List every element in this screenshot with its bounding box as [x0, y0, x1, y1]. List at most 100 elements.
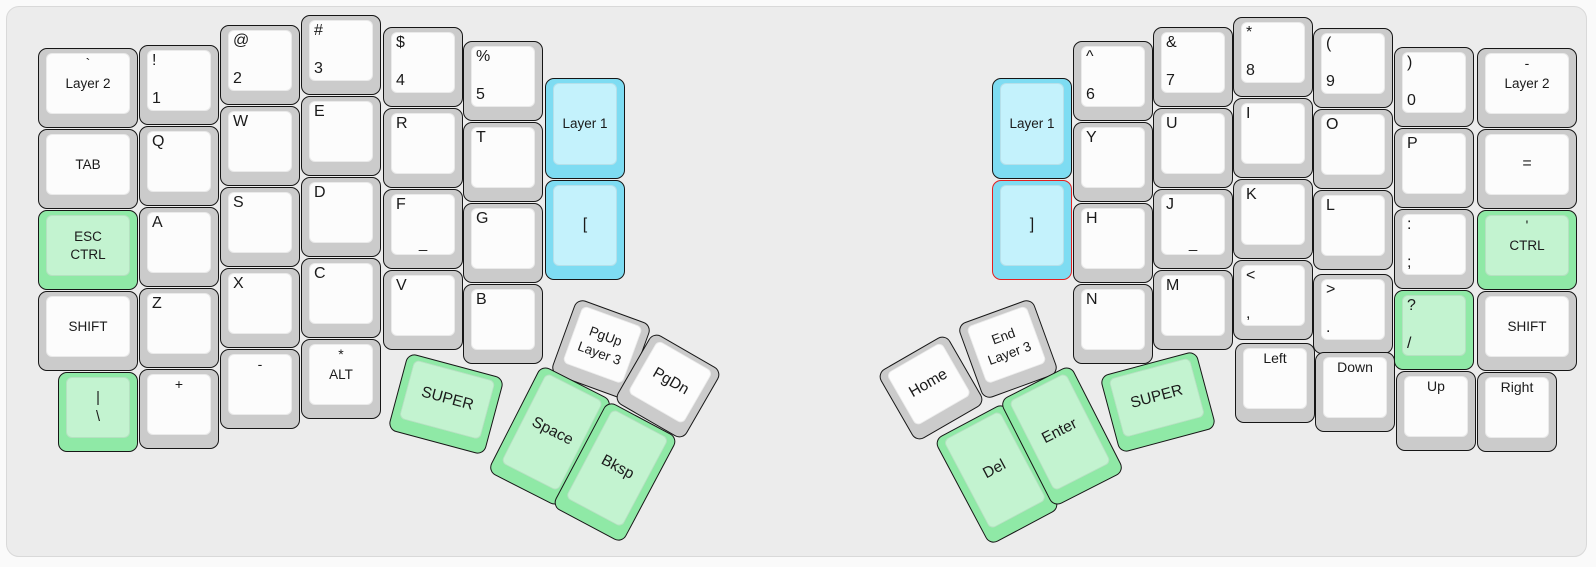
key-u[interactable]: U — [1153, 108, 1233, 188]
keycap-surface — [228, 354, 292, 415]
key-8[interactable]: *8 — [1233, 17, 1313, 97]
key-2[interactable]: @2 — [220, 25, 300, 105]
keycap-surface — [309, 344, 373, 405]
keycap-surface — [965, 305, 1047, 385]
keycap-surface — [46, 53, 130, 114]
keycap-surface — [1485, 53, 1569, 114]
keycap-surface — [228, 192, 292, 253]
key-period[interactable]: >. — [1313, 274, 1393, 354]
keycap-surface — [391, 113, 455, 174]
key-c[interactable]: C — [301, 258, 381, 338]
key-shift-right[interactable]: SHIFT — [1477, 291, 1577, 371]
key-7[interactable]: &7 — [1153, 27, 1233, 107]
key-b[interactable]: B — [463, 284, 543, 364]
key-g[interactable]: G — [463, 203, 543, 283]
keycap-surface — [1485, 215, 1569, 276]
keycap-surface — [1243, 348, 1307, 409]
key-plus[interactable]: + — [139, 369, 219, 449]
key-x[interactable]: X — [220, 268, 300, 348]
key-shift-left[interactable]: SHIFT — [38, 291, 138, 371]
key-1[interactable]: !1 — [139, 45, 219, 125]
key-v[interactable]: V — [383, 270, 463, 350]
keycap-surface — [471, 46, 535, 107]
key-5[interactable]: %5 — [463, 41, 543, 121]
keycap-surface — [1161, 275, 1225, 336]
keycap-surface — [309, 263, 373, 324]
keycap-surface — [1321, 33, 1385, 94]
key-o[interactable]: O — [1313, 109, 1393, 189]
key-p[interactable]: P — [1394, 128, 1474, 208]
key-6[interactable]: ^6 — [1073, 41, 1153, 121]
key-n[interactable]: N — [1073, 284, 1153, 364]
key-y[interactable]: Y — [1073, 122, 1153, 202]
key-w[interactable]: W — [220, 106, 300, 186]
keycap-surface — [471, 208, 535, 269]
keycap-surface — [147, 131, 211, 192]
key-tab[interactable]: TAB — [38, 129, 138, 209]
keycap-surface — [1485, 296, 1569, 357]
keycap-surface — [46, 296, 130, 357]
keycap-surface — [1402, 214, 1466, 275]
keycap-surface — [1241, 103, 1305, 164]
key-comma[interactable]: <, — [1233, 260, 1313, 340]
key-minus[interactable]: - — [220, 349, 300, 429]
key-left-arrow[interactable]: Left — [1235, 343, 1315, 423]
key-0[interactable]: )0 — [1394, 47, 1474, 127]
key-esc-ctrl[interactable]: ESC CTRL — [38, 210, 138, 290]
key-r[interactable]: R — [383, 108, 463, 188]
key-4[interactable]: $4 — [383, 27, 463, 107]
keycap-surface — [1000, 83, 1064, 165]
key-up-arrow[interactable]: Up — [1396, 371, 1476, 451]
key-semicolon[interactable]: :; — [1394, 209, 1474, 289]
keycap-surface — [1161, 194, 1225, 255]
keycap-surface — [1161, 32, 1225, 93]
key-equals[interactable]: = — [1477, 129, 1577, 209]
key-f[interactable]: F_ — [383, 189, 463, 269]
key-a[interactable]: A — [139, 207, 219, 287]
key-down-arrow[interactable]: Down — [1315, 352, 1395, 432]
key-layer1-left[interactable]: Layer 1 — [545, 78, 625, 179]
key-h[interactable]: H — [1073, 203, 1153, 283]
keycap-surface — [309, 101, 373, 162]
key-m[interactable]: M — [1153, 270, 1233, 350]
keycap-surface — [46, 134, 130, 195]
key-backtick-layer2[interactable]: `Layer 2 — [38, 48, 138, 128]
key-3[interactable]: #3 — [301, 15, 381, 95]
key-z[interactable]: Z — [139, 288, 219, 368]
keycap-surface — [471, 289, 535, 350]
keycap-surface — [391, 275, 455, 336]
key-t[interactable]: T — [463, 122, 543, 202]
keycap-surface — [1402, 52, 1466, 113]
key-d[interactable]: D — [301, 177, 381, 257]
key-right-bracket[interactable]: ] — [992, 180, 1072, 280]
keycap-surface — [66, 377, 130, 438]
key-e[interactable]: E — [301, 96, 381, 176]
keycap-surface — [228, 273, 292, 334]
keycap-surface — [1321, 195, 1385, 256]
keycap-surface — [1241, 22, 1305, 83]
keycap-surface — [391, 32, 455, 93]
key-j[interactable]: J_ — [1153, 189, 1233, 269]
key-star-alt[interactable]: *ALT — [301, 339, 381, 419]
keycap-surface — [1402, 295, 1466, 356]
keycap-surface — [147, 374, 211, 435]
key-right-arrow[interactable]: Right — [1477, 372, 1557, 452]
key-question-slash[interactable]: ?/ — [1394, 290, 1474, 370]
key-minus-layer2[interactable]: -Layer 2 — [1477, 48, 1577, 128]
key-i[interactable]: I — [1233, 98, 1313, 178]
keycap-surface — [228, 111, 292, 172]
keycap-surface — [1402, 133, 1466, 194]
keycap-surface — [471, 127, 535, 188]
key-s[interactable]: S — [220, 187, 300, 267]
key-q[interactable]: Q — [139, 126, 219, 206]
key-left-bracket[interactable]: [ — [545, 180, 625, 280]
key-pipe-backslash[interactable]: | \ — [58, 372, 138, 452]
key-l[interactable]: L — [1313, 190, 1393, 270]
key-layer1-right[interactable]: Layer 1 — [992, 78, 1072, 179]
keycap-surface — [553, 185, 617, 266]
key-quote-ctrl[interactable]: 'CTRL — [1477, 210, 1577, 290]
keycap-surface — [553, 83, 617, 165]
key-k[interactable]: K — [1233, 179, 1313, 259]
keycap-surface — [309, 182, 373, 243]
key-9[interactable]: (9 — [1313, 28, 1393, 108]
